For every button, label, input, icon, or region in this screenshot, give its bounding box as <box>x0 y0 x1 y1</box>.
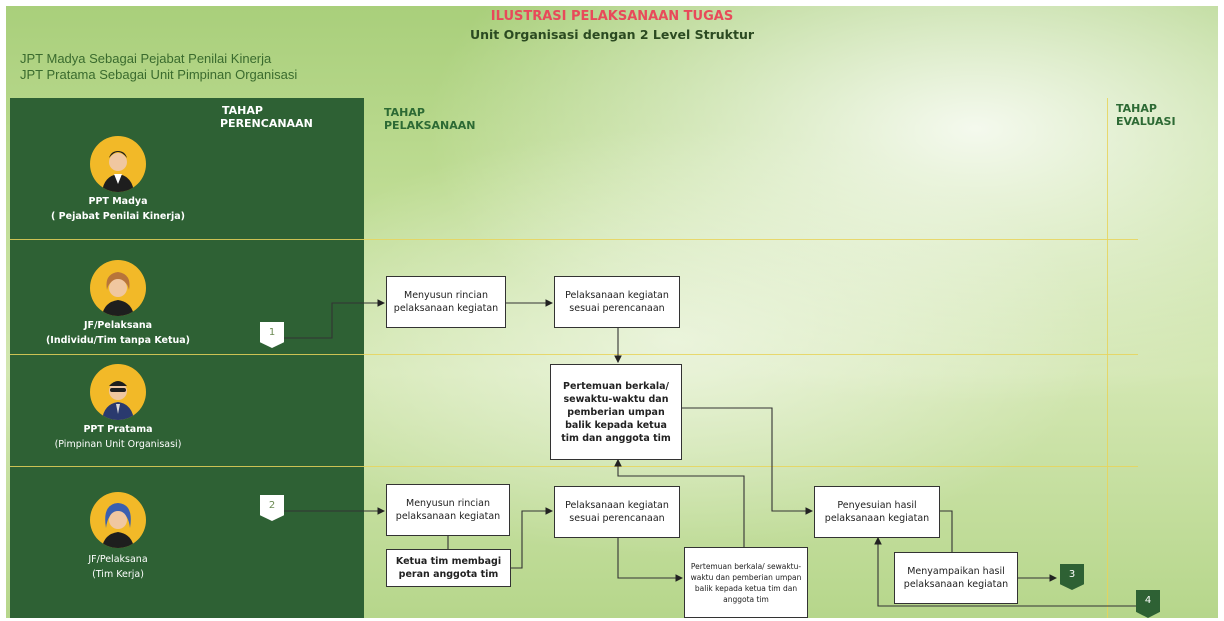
conn-m4-penyesuaian <box>874 536 1136 607</box>
marker-1: 1 <box>260 322 284 348</box>
phase-planning: TAHAP PERENCANAAN <box>220 104 313 130</box>
role-ppt-madya: PPT Madya ( Pejabat Penilai Kinerja) <box>8 194 228 224</box>
box-pelaksanaan-kegiatan-2: Pelaksanaan kegiatan sesuai perencanaan <box>554 486 680 538</box>
ppt-pratama-avatar <box>90 364 146 420</box>
row-divider-2 <box>10 354 1138 355</box>
flow-connectors <box>284 299 1136 607</box>
role-jf-tim-kerja-name: JF/Pelaksana <box>88 554 148 565</box>
role-jf-tim-kerja: JF/Pelaksana (Tim Kerja) <box>8 552 228 582</box>
conn-ketua-pelaksanaan2 <box>511 507 554 569</box>
row-divider-3 <box>10 466 1138 467</box>
role-ppt-pratama: PPT Pratama (Pimpinan Unit Organisasi) <box>8 422 228 452</box>
conn-pelaksanaan2-pertemuan2 <box>617 536 684 582</box>
role-jf-individu: JF/Pelaksana (Individu/Tim tanpa Ketua) <box>8 318 228 348</box>
box-menyusun-rincian-1: Menyusun rincian pelaksanaan kegiatan <box>386 276 506 328</box>
box-pelaksanaan-kegiatan-1: Pelaksanaan kegiatan sesuai perencanaan <box>554 276 680 328</box>
phase-execution-line2: PELAKSANAAN <box>384 119 476 132</box>
role-ppt-madya-sub: ( Pejabat Penilai Kinerja) <box>51 211 185 222</box>
marker-4: 4 <box>1136 590 1160 618</box>
jf-tim-kerja-avatar <box>90 492 146 548</box>
phase-evaluation-line2: EVALUASI <box>1116 115 1176 128</box>
conn-pertemuan1-penyesuaian <box>682 407 814 515</box>
phase-planning-line2: PERENCANAAN <box>220 117 313 130</box>
role-jf-tim-kerja-sub: (Tim Kerja) <box>92 569 144 580</box>
note-line-2: JPT Pratama Sebagai Unit Pimpinan Organi… <box>20 67 298 82</box>
conn-m1-rincian1 <box>284 299 386 339</box>
box-pertemuan-berkala-1: Pertemuan berkala/ sewaktu-waktu dan pem… <box>550 364 682 460</box>
phase-execution-line1: TAHAP <box>384 106 425 119</box>
phase-planning-line1: TAHAP <box>222 104 263 117</box>
box-pertemuan-berkala-2: Pertemuan berkala/ sewaktu-waktu dan pem… <box>684 547 808 618</box>
phase-evaluation-line1: TAHAP <box>1116 102 1157 115</box>
diagram-title: ILUSTRASI PELAKSANAAN TUGAS <box>490 9 734 24</box>
role-panel <box>10 98 364 618</box>
evaluation-divider <box>1107 98 1108 618</box>
phase-execution: TAHAP PELAKSANAAN <box>384 106 476 132</box>
conn-penyesuaian-menyampaikan <box>940 510 956 569</box>
row-divider-1 <box>10 239 1138 240</box>
role-ppt-pratama-name: PPT Pratama <box>83 424 153 435</box>
box-menyusun-rincian-2: Menyusun rincian pelaksanaan kegiatan <box>386 484 510 536</box>
conn-pertemuan2-pertemuan1 <box>614 458 745 548</box>
diagram-subtitle: Unit Organisasi dengan 2 Level Struktur <box>469 27 755 42</box>
diagram-canvas: ILUSTRASI PELAKSANAAN TUGAS Unit Organis… <box>6 6 1218 618</box>
note-line-1: JPT Madya Sebagai Pejabat Penilai Kinerj… <box>20 51 272 66</box>
ppt-madya-avatar <box>90 136 146 192</box>
role-ppt-madya-name: PPT Madya <box>88 196 148 207</box>
box-ketua-tim: Ketua tim membagi peran anggota tim <box>386 549 511 587</box>
marker-2: 2 <box>260 495 284 521</box>
marker-3: 3 <box>1060 564 1084 590</box>
role-jf-individu-sub: (Individu/Tim tanpa Ketua) <box>45 335 191 346</box>
role-ppt-pratama-sub: (Pimpinan Unit Organisasi) <box>54 439 182 450</box>
jf-individu-avatar <box>90 260 146 316</box>
phase-evaluation: TAHAP EVALUASI <box>1116 102 1176 128</box>
box-menyampaikan-hasil: Menyampaikan hasil pelaksanaan kegiatan <box>894 552 1018 604</box>
role-jf-individu-name: JF/Pelaksana <box>83 320 153 331</box>
box-penyesuaian-hasil: Penyesuian hasil pelaksanaan kegiatan <box>814 486 940 538</box>
